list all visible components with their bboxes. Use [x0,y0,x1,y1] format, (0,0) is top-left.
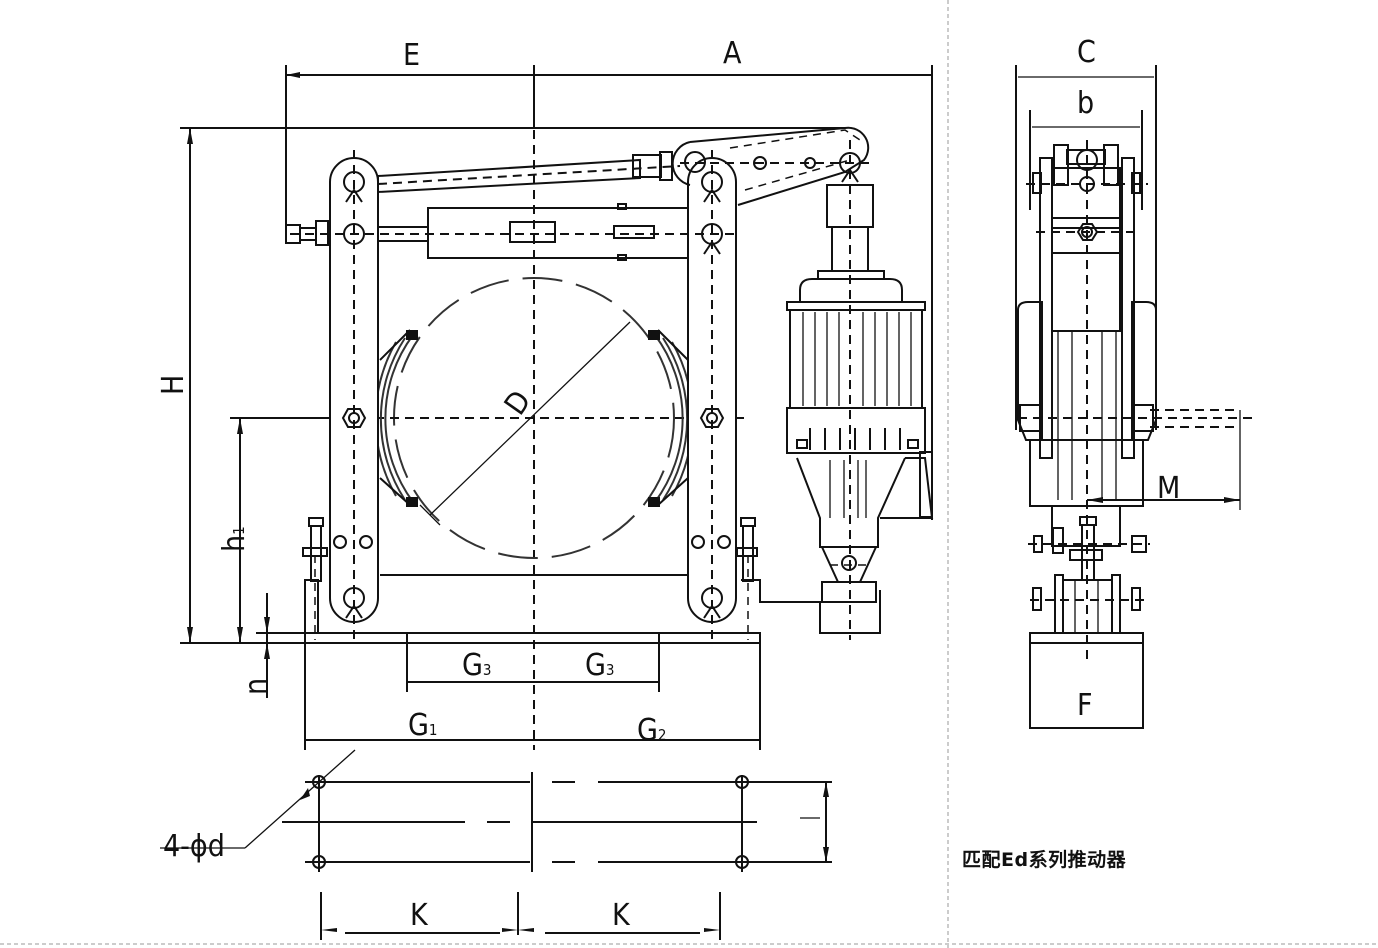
spring-tube [285,203,740,261]
dimension-H: H [156,127,845,644]
thruster-caption: 匹配Ed系列推动器 [962,849,1127,871]
dimension-G: G3 G3 G1 G2 [305,648,760,748]
dimension-E-A: E A [285,36,933,520]
dim-label-n: n [239,678,274,695]
dimension-n: n [239,593,330,698]
electro-hydraulic-thruster [786,140,934,640]
lever [671,126,870,206]
dim-label-G2: G2 [637,713,667,748]
dim-label-h1: h1 [217,526,252,552]
dim-label-b: b [1077,86,1094,121]
adjusting-screw-left [302,517,328,582]
dim-label-M: M [1157,471,1180,506]
dim-label-A: A [723,36,742,71]
side-view: C b [1015,35,1258,729]
dim-label-E: E [403,38,420,73]
dim-label-C: C [1077,35,1096,70]
dimension-h1: h1 [217,417,330,643]
hole-callout-label: 4-ϕd [163,829,225,864]
thruster-cooling-fins [802,312,912,406]
dim-label-K-left: K [410,898,429,933]
pull-rod [377,151,681,194]
base-plan-view: 4-ϕd K K [160,749,832,940]
dim-label-H: H [156,375,191,395]
dim-label-F: F [1077,688,1093,723]
brake-arm-right [687,150,737,640]
base-plate [304,555,881,750]
dim-label-G3-right: G3 [585,648,615,683]
front-view: E A H h1 n [156,36,934,750]
brake-arm-left [329,150,379,640]
mounting-hole [312,775,326,789]
dimension-K: K K [320,892,721,940]
brake-shoe-right [648,329,694,507]
brake-shoe-left [374,329,418,507]
mounting-hole [735,775,749,789]
mounting-hole [735,855,749,869]
dim-label-K-right: K [612,898,631,933]
dimension-M: M [1087,410,1241,510]
dim-label-G3-left: G3 [462,648,492,683]
adjusting-screw-right [736,517,758,582]
dim-label-G1: G1 [408,708,438,743]
hole-callout: 4-ϕd [160,749,356,864]
mounting-hole [312,855,326,869]
